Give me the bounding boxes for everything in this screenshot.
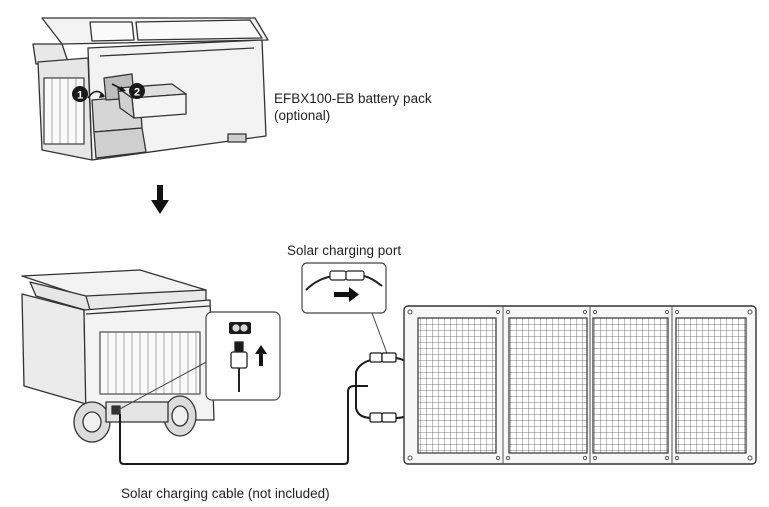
battery-pack-label: EFBX100-EB battery pack: [274, 91, 432, 106]
step-down-arrow-icon: [151, 185, 169, 214]
solar-charging-port-label: Solar charging port: [287, 243, 402, 258]
connector-detail-callout: [301, 262, 387, 314]
step-marker-2: 2: [129, 83, 145, 99]
battery-pack-optional-label: (optional): [274, 108, 331, 123]
svg-text:1: 1: [77, 90, 83, 102]
plug-up-arrow-icon: [255, 345, 267, 366]
svg-text:2: 2: [134, 87, 140, 99]
port-detail-callout: [205, 311, 281, 401]
connect-arrow-icon: [334, 287, 359, 302]
solar-panel: [403, 305, 757, 465]
cooler-top-illustration: [32, 17, 269, 161]
solar-port-icon: [229, 322, 251, 334]
cooler-bottom-illustration: [21, 269, 215, 443]
cable-plug: [230, 341, 248, 392]
solar-cable: [119, 385, 368, 465]
solar-charging-cable-label: Solar charging cable (not included): [121, 486, 330, 501]
step-marker-1: 1: [72, 86, 88, 102]
